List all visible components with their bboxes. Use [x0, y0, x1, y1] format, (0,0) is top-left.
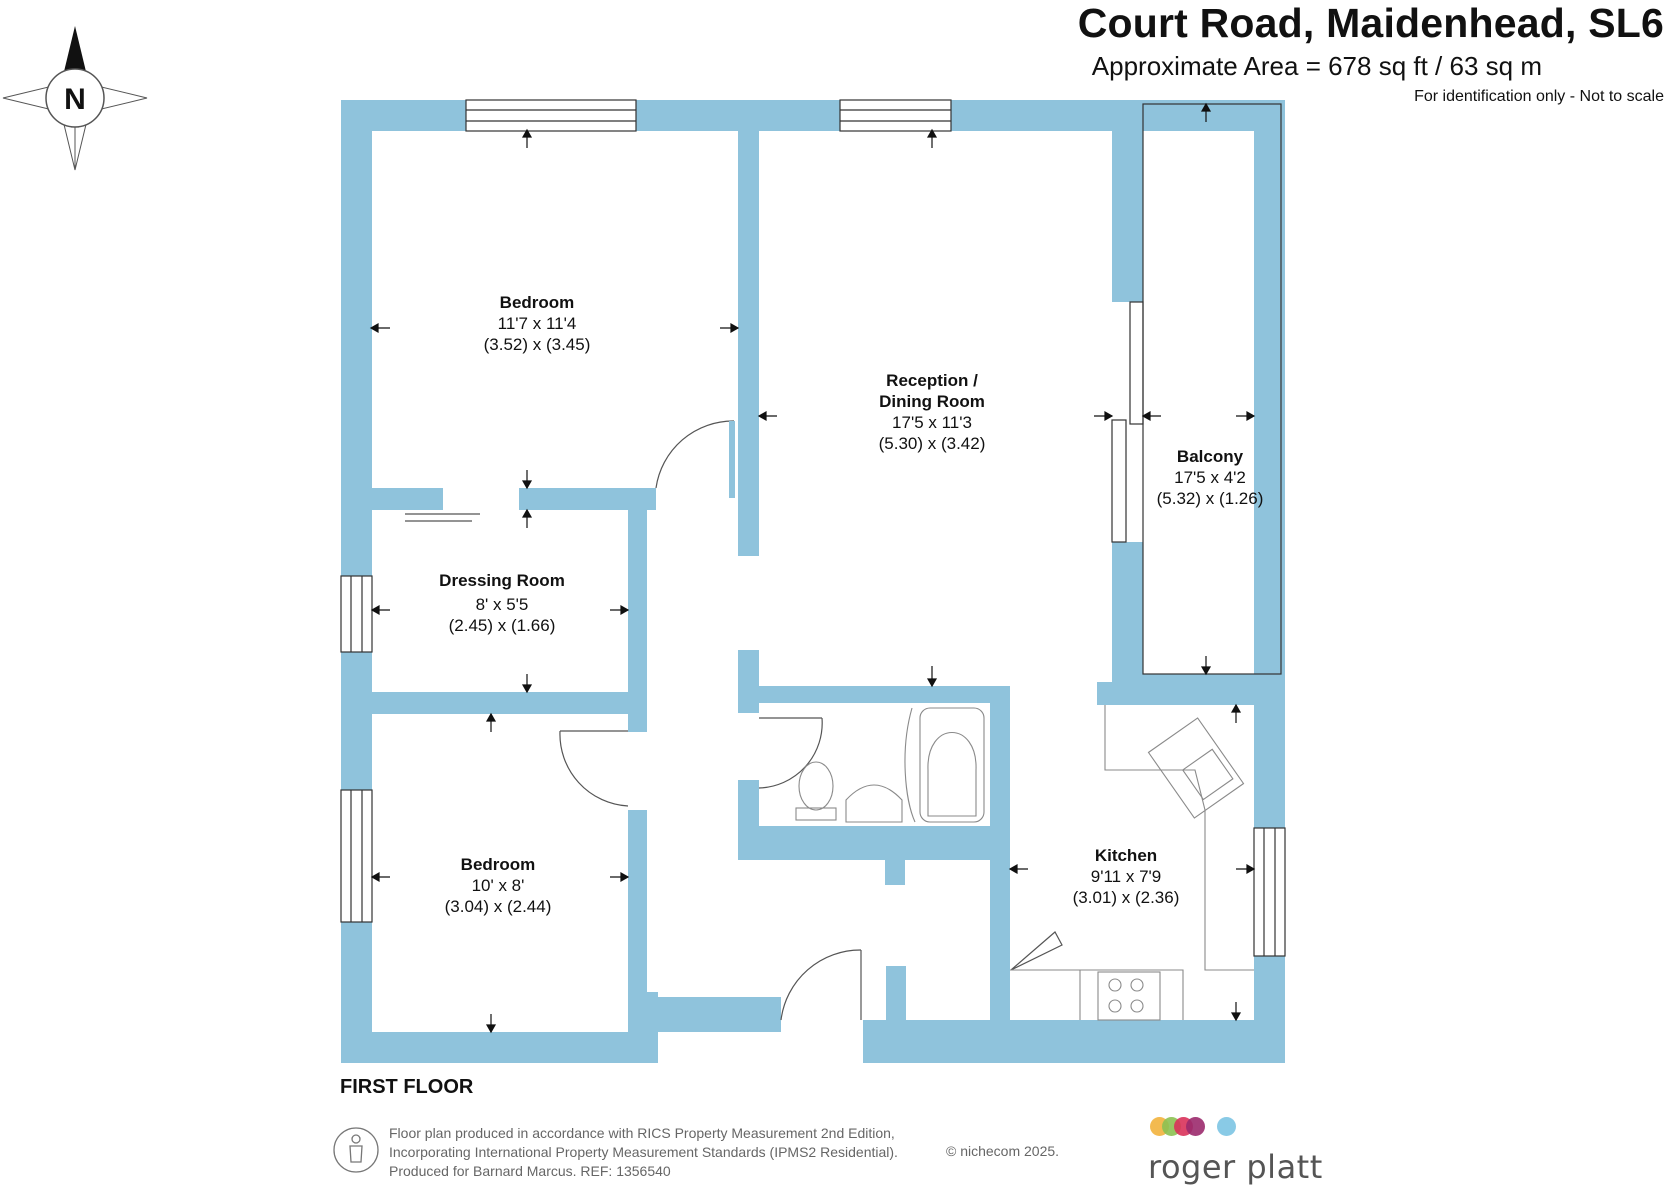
- wall-bedroom-reception: [738, 131, 759, 556]
- wall-reception-balcony-b: [1112, 542, 1143, 682]
- basin: [845, 784, 903, 823]
- compass-north-label: N: [64, 83, 86, 116]
- wall-bath-bottom: [738, 826, 1010, 860]
- footer-note: Floor plan produced in accordance with R…: [389, 1124, 898, 1181]
- floor-label: FIRST FLOOR: [340, 1076, 474, 1098]
- room-balcony: Balcony 17'5 x 4'2 (5.32) x (1.26): [1157, 446, 1264, 509]
- wall-kitchen-top: [1097, 682, 1285, 705]
- wall-top-mid: [636, 100, 840, 131]
- room-dim-metric: (3.52) x (3.45): [483, 335, 591, 354]
- room-bedroom-1: Bedroom 11'7 x 11'4 (3.52) x (3.45): [484, 292, 591, 355]
- wall-bottom-right: [863, 1020, 1285, 1063]
- wall-reception-balcony-a: [1112, 100, 1143, 302]
- wall-cupboard-left: [886, 966, 906, 1022]
- balcony-door-b: [1111, 419, 1127, 543]
- sink: [1147, 717, 1245, 819]
- wall-bath-left-a: [738, 650, 759, 713]
- window-bedroom1: [465, 99, 637, 132]
- door-bathroom: [758, 717, 823, 789]
- balcony-outline: [1142, 103, 1282, 675]
- window-dressing: [340, 575, 373, 653]
- hob: [1097, 971, 1161, 1021]
- brand-dot-5: [1217, 1117, 1236, 1136]
- approximate-area: Approximate Area = 678 sq ft / 63 sq m: [1091, 51, 1542, 81]
- wall-bedroom1-bottom-b: [519, 488, 656, 510]
- room-kitchen: Kitchen 9'11 x 7'9 (3.01) x (2.36): [1073, 845, 1180, 908]
- wall-right-lower: [1254, 956, 1285, 1063]
- room-name: Bedroom: [460, 855, 536, 874]
- wall-bath-top: [738, 686, 1010, 703]
- windows: [340, 99, 1286, 957]
- room-dim-imperial: 8' x 5'5: [475, 595, 529, 614]
- property-title: Court Road, Maidenhead, SL6: [1077, 0, 1664, 46]
- room-dim-metric: (2.45) x (1.66): [448, 616, 556, 635]
- wall-cupboard-stub: [885, 860, 905, 885]
- wall-bedroom1-bottom-a: [372, 488, 443, 510]
- wall-right-upper: [1254, 100, 1285, 828]
- room-dim-imperial: 9'11 x 7'9: [1090, 867, 1162, 886]
- kitchen-counter-top: [1104, 705, 1254, 971]
- wall-balcony-bottom: [1143, 674, 1285, 682]
- room-dressing: Dressing Room 8' x 5'5 (2.45) x (1.66): [439, 570, 565, 636]
- copyright: © nichecom 2025.: [946, 1143, 1060, 1159]
- window-bedroom2: [340, 789, 373, 923]
- balcony-door-a: [1129, 301, 1144, 425]
- wall-bottom-left: [341, 1032, 658, 1063]
- wall-dressing-right: [628, 510, 647, 732]
- wall-bedroom2-right-b: [628, 992, 658, 1032]
- room-reception: Reception / Dining Room 17'5 x 11'3 (5.3…: [879, 370, 986, 454]
- doors: [405, 420, 1063, 1021]
- room-dim-metric: (3.04) x (2.44): [444, 897, 552, 916]
- dimension-arrows: [369, 102, 1256, 1034]
- footer-line-3: Produced for Barnard Marcus. REF: 135654…: [389, 1163, 671, 1179]
- kitchen-counter-bottom: [1010, 969, 1184, 1020]
- door-kitchen: [1010, 931, 1063, 971]
- room-dim-metric: (5.32) x (1.26): [1156, 489, 1264, 508]
- room-name: Bedroom: [499, 293, 575, 312]
- brand-name: roger platt: [1148, 1148, 1323, 1186]
- wall-bedroom2-right-a: [628, 810, 647, 1032]
- room-dim-imperial: 11'7 x 11'4: [497, 314, 577, 333]
- wall-left-mid: [341, 652, 372, 790]
- room-name: Kitchen: [1094, 846, 1158, 865]
- wall-left-upper: [341, 100, 372, 576]
- compass-rose: N: [2, 26, 148, 171]
- door-entrance: [780, 949, 862, 1021]
- room-name: Balcony: [1176, 447, 1244, 466]
- footer-line-1: Floor plan produced in accordance with R…: [389, 1125, 895, 1141]
- footer-line-2: Incorporating International Property Mea…: [389, 1144, 898, 1160]
- toilet: [798, 761, 834, 811]
- window-kitchen: [1253, 827, 1286, 957]
- room-bedroom-2: Bedroom 10' x 8' (3.04) x (2.44): [445, 854, 552, 917]
- scale-disclaimer: For identification only - Not to scale: [1414, 88, 1664, 105]
- bathtub: [919, 707, 985, 823]
- room-dim-metric: (5.30) x (3.42): [878, 434, 986, 453]
- room-dim-metric: (3.01) x (2.36): [1072, 888, 1180, 907]
- room-name: Dressing Room: [439, 571, 565, 590]
- room-dim-imperial: 17'5 x 11'3: [892, 413, 972, 432]
- door-bedroom1: [655, 420, 735, 489]
- window-reception: [839, 99, 952, 132]
- footer-person-icon: [333, 1127, 379, 1173]
- fixtures: [795, 705, 1254, 1021]
- brand-dot-4: [1186, 1117, 1205, 1136]
- room-name-line1: Reception /: [886, 371, 978, 390]
- wall-dressing-bottom: [372, 692, 647, 714]
- door-bedroom2: [559, 730, 629, 807]
- room-name-line2: Dining Room: [879, 392, 985, 411]
- room-dim-imperial: 17'5 x 4'2: [1174, 468, 1246, 487]
- room-dim-imperial: 10' x 8': [471, 876, 525, 895]
- walls: [341, 100, 1285, 1063]
